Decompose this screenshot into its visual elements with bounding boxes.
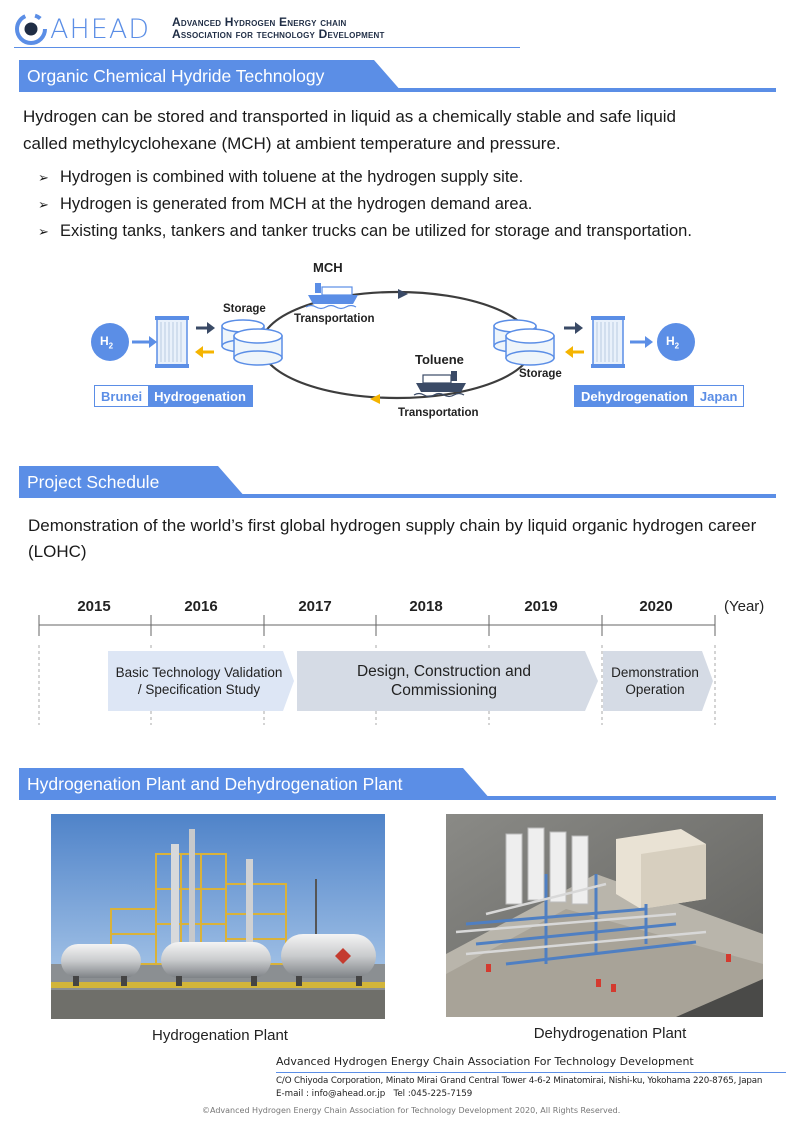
arrow-bullet-icon: ➢ xyxy=(38,170,49,185)
section-header-plants: Hydrogenation Plant and Dehydrogenation … xyxy=(19,768,776,800)
phase-basic-validation: Basic Technology Validation/ Specificati… xyxy=(115,665,283,697)
footer-copyright: ©Advanced Hydrogen Energy Chain Associat… xyxy=(202,1106,621,1115)
arrow-bullet-icon: ➢ xyxy=(38,224,49,239)
h2-circle-left xyxy=(91,323,129,361)
h2-left-label: H2 xyxy=(100,334,114,351)
dehydrogenation-plant-photo xyxy=(446,814,763,1017)
footer-contact: E-mail : info@ahead.or.jp Tel :045-225-7… xyxy=(276,1089,473,1099)
h2-right-label: H2 xyxy=(666,334,680,351)
logo-word: AHEAD xyxy=(50,14,151,45)
ahead-logo-icon xyxy=(15,13,47,45)
header-rule-dashed xyxy=(415,47,520,48)
logo: AHEAD Advanced Hydrogen Energy chain Ass… xyxy=(14,12,394,46)
org-name-line1: Advanced Hydrogen Energy chain xyxy=(172,15,347,29)
bullet-item: ➢Existing tanks, tankers and tanker truc… xyxy=(38,218,788,245)
h2-circle-right xyxy=(657,323,695,361)
dehydrogenation-japan-label: Dehydrogenation Japan xyxy=(574,385,745,407)
year-label: 2017 xyxy=(298,598,332,615)
hydrogenation-plant-photo xyxy=(51,814,385,1019)
footer-rule xyxy=(276,1072,786,1073)
footer-address: C/O Chiyoda Corporation, Minato Mirai Gr… xyxy=(276,1076,763,1086)
intro-line2: called methylcyclohexane (MCH) at ambien… xyxy=(23,134,561,153)
org-name-line2: Association for technology Development xyxy=(172,27,385,41)
section-header-schedule: Project Schedule xyxy=(19,466,776,498)
tanker-ship-bottom xyxy=(413,371,466,398)
year-label: 2015 xyxy=(77,598,111,615)
tab-slant xyxy=(198,466,246,498)
year-label: 2016 xyxy=(184,598,218,615)
section-title: Organic Chemical Hydride Technology xyxy=(19,60,355,92)
bullet-item: ➢Hydrogen is combined with toluene at th… xyxy=(38,164,788,191)
year-label: 2018 xyxy=(409,598,443,615)
year-label: 2020 xyxy=(639,598,673,615)
toluene-label: Toluene xyxy=(415,352,464,367)
storage-tank-left xyxy=(221,319,283,366)
tab-slant xyxy=(443,768,491,800)
loop-arrow-bottom xyxy=(370,394,380,404)
supply-chain-diagram: MCH Transportation Storage Toluene Trans… xyxy=(0,250,794,430)
mch-label: MCH xyxy=(313,260,343,275)
loop-arrow-top xyxy=(398,289,408,299)
section-header-technology: Organic Chemical Hydride Technology xyxy=(19,60,776,92)
brunei-hydrogenation-label: Brunei Hydrogenation xyxy=(94,385,253,407)
section-title: Project Schedule xyxy=(19,466,199,498)
tanker-ship-top xyxy=(305,283,358,310)
schedule-description: Demonstration of the world’s first globa… xyxy=(28,516,757,561)
footer-org: Advanced Hydrogen Energy Chain Associati… xyxy=(276,1055,694,1068)
dehydrogenation-plant-caption: Dehydrogenation Plant xyxy=(533,1025,687,1042)
storage-right-label: Storage xyxy=(519,368,562,380)
year-unit: (Year) xyxy=(724,598,765,615)
arrow-bullet-icon: ➢ xyxy=(38,197,49,212)
storage-tank-right xyxy=(493,319,555,366)
tab-slant xyxy=(354,60,402,92)
storage-left-label: Storage xyxy=(223,303,266,315)
transportation-bottom-label: Transportation xyxy=(398,407,479,419)
header-rule xyxy=(14,47,519,48)
transportation-top-label: Transportation xyxy=(294,313,375,325)
section-title: Hydrogenation Plant and Dehydrogenation … xyxy=(19,768,444,800)
cycle-diagram-svg xyxy=(91,283,695,404)
hydrogenation-plant-caption: Hydrogenation Plant xyxy=(152,1027,288,1044)
bullet-item: ➢Hydrogen is generated from MCH at the h… xyxy=(38,191,788,218)
year-label: 2019 xyxy=(524,598,558,615)
intro-line1: Hydrogen can be stored and transported i… xyxy=(23,107,677,126)
